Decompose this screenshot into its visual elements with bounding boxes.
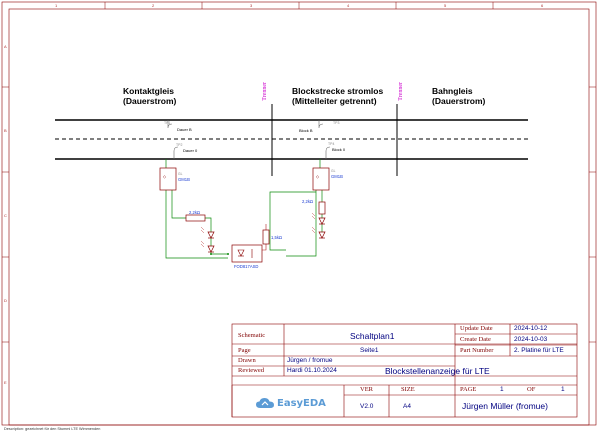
title-block-frame <box>231 323 578 418</box>
grid-col-3: 3 <box>250 3 253 8</box>
resistor-r2 <box>318 201 326 215</box>
svg-text:◇: ◇ <box>163 174 167 179</box>
resistor-r1 <box>185 214 206 222</box>
tb-page-num: 1 <box>500 386 504 393</box>
tb-ver-value: V2.0 <box>360 403 374 410</box>
tb-label-size: SIZE <box>401 386 415 393</box>
wire-opto-1 <box>262 244 267 251</box>
wire-left-4 <box>205 217 228 255</box>
tb-reviewed-value: Hardi 01.10.2024 <box>287 367 337 374</box>
grid-col-5: 5 <box>444 3 447 8</box>
section-right-title: Bahngleis(Dauerstrom) <box>432 86 486 106</box>
grid-col-1: 1 <box>55 3 58 8</box>
grid-col-4: 4 <box>347 3 350 8</box>
tb-create-date-value: 2024-10-03 <box>514 336 548 343</box>
resistor-r3-value: 1,5kΩ <box>271 235 283 240</box>
resistor-r3 <box>262 229 270 245</box>
led-right-1 <box>318 217 326 225</box>
led-left-1 <box>207 231 215 239</box>
gm1-left <box>159 167 177 191</box>
optocoupler-body <box>231 244 263 263</box>
tb-label-ver: VER <box>360 386 373 393</box>
trenner-label-right: Trenner <box>398 82 404 101</box>
resistor-r2-value: 2,2kΩ <box>302 199 314 204</box>
tb-label-page-of: PAGE <box>460 386 477 393</box>
tp3-symbol <box>318 120 324 129</box>
description-footer: Description: gezeichnet für den Stummi L… <box>4 427 101 431</box>
grid-row-a: A <box>4 44 7 49</box>
section-left-title: Kontaktgleis(Dauerstrom) <box>123 86 177 106</box>
tb-label-drawn: Drawn <box>238 357 256 364</box>
led-right-2 <box>318 231 326 239</box>
tp2-name: Dauer 0 <box>183 148 198 153</box>
tp3-ref: TP3 <box>333 121 340 125</box>
optocoupler-label: FOD817ASD <box>234 264 259 269</box>
tb-label-schematic: Schematic <box>238 332 266 339</box>
tp1-symbol <box>167 120 173 129</box>
tb-page-total: 1 <box>561 386 565 393</box>
tp2-symbol <box>173 146 179 159</box>
tb-label-part-number: Part Number <box>460 347 494 354</box>
tp4-symbol <box>325 146 331 159</box>
tb-drawn-value: Jürgen / fromue <box>287 357 333 364</box>
gm1-left-pin: GL <box>178 172 183 176</box>
easyeda-logo-text: EasyEDA <box>277 397 326 409</box>
tb-label-create-date: Create Date <box>460 336 491 343</box>
tb-update-date-value: 2024-10-12 <box>514 325 548 332</box>
tp3-name: Block B <box>299 128 313 133</box>
tb-label-reviewed: Reviewed <box>238 367 264 374</box>
section-middle-title: Blockstrecke stromlos(Mittelleiter getre… <box>292 86 384 106</box>
tb-schematic-name: Schaltplan1 <box>350 331 395 341</box>
tb-label-page: Page <box>238 347 251 354</box>
wire-right-2 <box>286 190 317 257</box>
tp1-name: Dauer B <box>177 127 192 132</box>
grid-row-d: D <box>4 298 7 303</box>
grid-row-c: C <box>4 213 7 218</box>
tb-author: Jürgen Müller (fromue) <box>462 401 548 411</box>
trenner-label-left: Trenner <box>262 82 268 101</box>
wire-left-2 <box>165 190 228 259</box>
easyeda-logo: EasyEDA <box>256 397 326 409</box>
grid-row-b: B <box>4 128 7 133</box>
cloud-icon <box>256 398 274 408</box>
grid-col-6: 6 <box>541 3 544 8</box>
tb-page-name: Seite1 <box>360 347 379 354</box>
tp1-ref: TP1 <box>164 121 171 125</box>
tp4-name: Block 0 <box>332 147 346 152</box>
wire-right-5 <box>269 191 316 251</box>
tb-label-of: OF <box>527 386 536 393</box>
wire-left-3 <box>171 190 186 219</box>
tb-size-value: A4 <box>403 403 411 410</box>
gm1-right <box>312 167 330 191</box>
svg-text:◇: ◇ <box>316 174 320 179</box>
led-left-2 <box>207 245 215 253</box>
tp4-ref: TP4 <box>328 142 335 146</box>
gm1-right-pin: GL <box>331 169 336 173</box>
tb-title: Blockstellenanzeige für LTE <box>385 366 490 376</box>
tp2-ref: TP2 <box>176 143 183 147</box>
grid-col-2: 2 <box>152 3 155 8</box>
resistor-r1-value: 2,2kΩ <box>189 210 201 215</box>
gm1-right-ref: GM1B <box>331 174 343 179</box>
tb-part-number-value: 2. Platine für LTE <box>514 347 564 354</box>
gm1-left-ref: GM1B <box>178 177 190 182</box>
grid-row-e: E <box>4 380 7 385</box>
tb-label-update-date: Update Date <box>460 325 493 332</box>
